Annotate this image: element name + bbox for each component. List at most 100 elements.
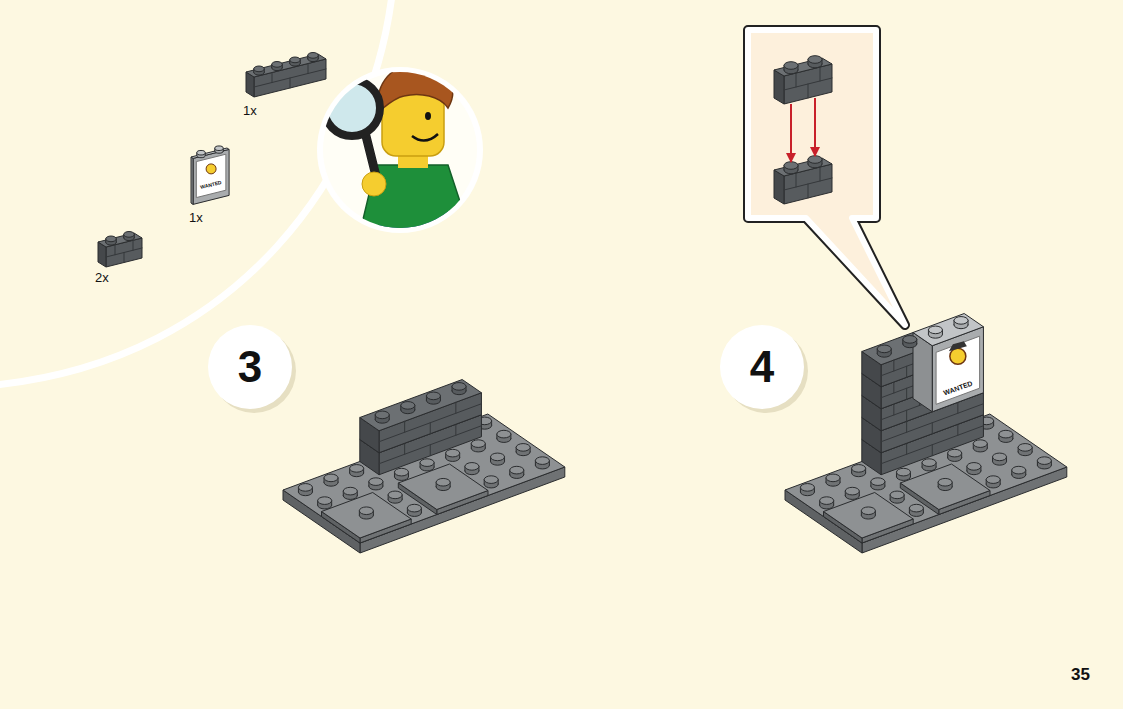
stud-top <box>290 57 301 63</box>
mortar-line <box>906 388 907 399</box>
stud-top <box>784 62 798 70</box>
poster-panel-side <box>191 157 193 204</box>
stud-top <box>800 484 814 492</box>
mortar-line <box>254 69 326 87</box>
brick-1x4-front <box>254 59 326 97</box>
part-count: 1x <box>189 211 203 224</box>
poster-text: WANTED <box>200 180 222 190</box>
stud-top <box>394 468 408 476</box>
stud-top <box>928 326 942 334</box>
mortar-line <box>893 382 894 393</box>
stud-top <box>808 56 822 64</box>
stud-top <box>124 232 135 238</box>
poster-face <box>950 348 966 364</box>
stud-top <box>491 453 505 461</box>
jumper-tile-top <box>398 464 488 510</box>
poster-picture <box>196 154 226 197</box>
mortar-line <box>379 404 481 442</box>
mortar-line <box>932 445 933 456</box>
stud-top <box>510 466 524 474</box>
stud-top <box>852 465 866 473</box>
stud-top <box>272 62 283 68</box>
mortar-line <box>430 423 431 434</box>
stud-top <box>465 463 479 471</box>
stud-top <box>784 162 798 170</box>
stud-top <box>343 487 357 495</box>
model-step-3 <box>283 380 565 554</box>
step-number-circle: 3 <box>208 325 292 409</box>
stud-top <box>388 491 402 499</box>
jumper-tile-top <box>824 493 914 539</box>
figure-torso <box>360 165 470 232</box>
stud-top <box>1012 466 1026 474</box>
stud-top <box>1018 444 1032 452</box>
brick-1x2-top <box>774 58 832 76</box>
stud-top <box>903 336 917 344</box>
poster-hat <box>949 341 967 351</box>
mortar-line <box>820 67 821 81</box>
brick-1x2-top <box>774 158 832 176</box>
stud-top <box>254 66 265 72</box>
stud-top <box>938 478 952 486</box>
mortar-line <box>308 64 309 74</box>
mortar-line <box>796 173 797 187</box>
stud-top <box>890 491 904 499</box>
stud-top <box>967 463 981 471</box>
stud-top <box>401 402 415 410</box>
part-count: 2x <box>95 271 109 284</box>
stud-top <box>909 504 923 512</box>
callout <box>748 30 905 325</box>
poster-panel-front <box>193 149 229 204</box>
stud-top <box>446 449 460 457</box>
stud-top <box>197 150 205 155</box>
figure-hair <box>378 63 453 112</box>
stud-top <box>106 236 117 242</box>
jumper-tile-top <box>322 493 412 539</box>
stud-top <box>298 484 312 492</box>
step-number-circle: 4 <box>720 325 804 409</box>
minifigure <box>324 63 470 235</box>
mortar-line <box>957 424 958 435</box>
mortar-line <box>906 443 907 454</box>
mortar-line <box>893 360 894 371</box>
stud-top <box>871 478 885 486</box>
stud-top <box>324 474 338 482</box>
stud-top <box>215 146 223 151</box>
mortar-line <box>906 421 907 432</box>
stud-top <box>993 453 1007 461</box>
poster-picture <box>936 336 980 404</box>
mortar-line <box>906 366 907 377</box>
mortar-line <box>430 445 431 456</box>
stud-top <box>861 507 875 515</box>
stud-top <box>845 487 859 495</box>
stud-top <box>369 478 383 486</box>
mortar-line <box>404 443 405 454</box>
placement-arrow <box>790 104 792 162</box>
step-number: 4 <box>750 345 774 389</box>
stud-top <box>359 507 373 515</box>
jumper-tile-top <box>900 464 990 510</box>
mortar-line <box>932 423 933 434</box>
figure-mouth <box>412 134 438 141</box>
stud-top <box>954 317 968 325</box>
stud-top <box>808 156 822 164</box>
stud-top <box>896 468 910 476</box>
stud-top <box>535 457 549 465</box>
stud-top <box>350 465 364 473</box>
poster-face <box>206 164 216 174</box>
stud-top <box>877 345 891 353</box>
stud-top <box>973 440 987 448</box>
mortar-line <box>133 240 134 250</box>
mortar-line <box>893 404 894 415</box>
mortar-line <box>115 245 116 255</box>
mortar-line <box>808 184 809 198</box>
figure-eye <box>425 112 431 120</box>
stud-top <box>986 476 1000 484</box>
brick-1x4-top <box>360 380 482 431</box>
callout-box <box>748 30 905 325</box>
stud-top <box>516 444 530 452</box>
magnifier-lens <box>324 80 380 136</box>
callout-outline <box>748 30 905 325</box>
